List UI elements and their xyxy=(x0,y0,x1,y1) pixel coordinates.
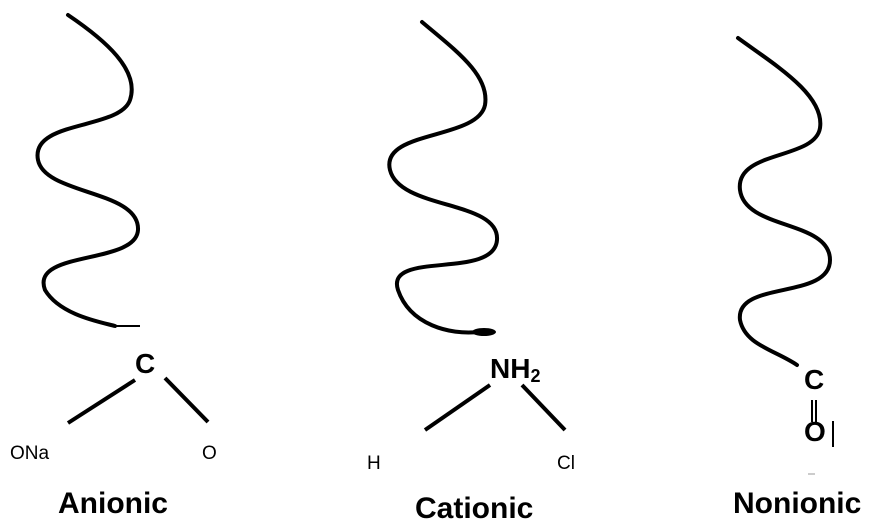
anionic-substituent-right: O xyxy=(202,443,217,464)
cationic-bond-right xyxy=(520,383,567,432)
cationic-tail-end xyxy=(472,328,496,336)
cationic-title: Cationic xyxy=(415,492,534,525)
cationic-tail xyxy=(387,20,500,335)
cationic-head-subscript: 2 xyxy=(530,366,541,386)
anionic-head-atom: C xyxy=(135,348,156,379)
anionic-bond-right xyxy=(163,376,210,424)
cationic-head-atom: NH2 xyxy=(490,353,541,386)
anionic-title: Anionic xyxy=(58,487,168,520)
cationic-substituent-left: H xyxy=(367,453,381,474)
nonionic-title: Nonionic xyxy=(733,487,862,520)
anionic-substituent-left: ONa xyxy=(10,443,50,464)
nonionic-tail xyxy=(736,36,833,367)
anionic-tail xyxy=(35,13,141,328)
cationic-substituent-right: Cl xyxy=(557,453,575,474)
nonionic-oxygen: O xyxy=(804,416,826,447)
nonionic-head-atom: C xyxy=(804,364,825,395)
anionic-bond-left xyxy=(66,378,137,425)
cationic-bond-left xyxy=(423,383,492,432)
